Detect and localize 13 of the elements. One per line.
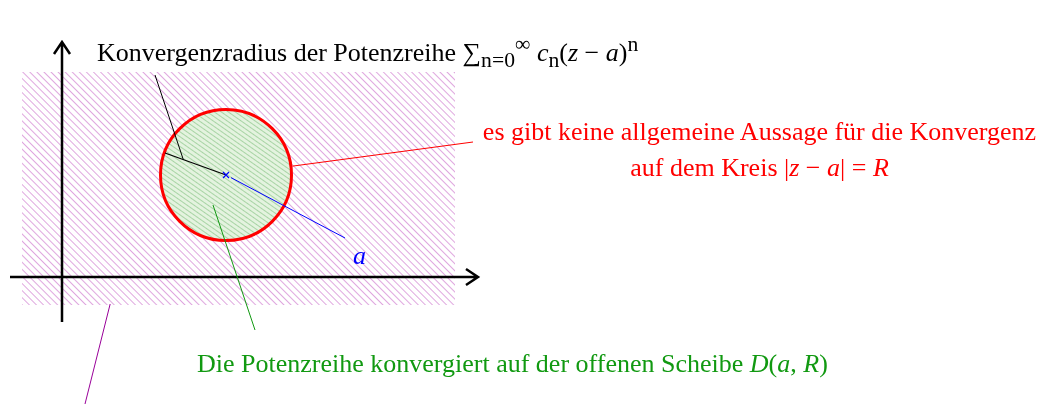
leader-line (84, 303, 111, 404)
annotation-text: Die Potenzreihe konvergiert auf der offenen Scheibe D(a, R) (197, 346, 828, 382)
point-label: a (353, 238, 366, 274)
radius-line (165, 153, 226, 175)
annotation-text: es gibt keine allgemeine Aussage für die Konvergenz auf dem Kreis |z − a| = R (472, 114, 1047, 186)
leader-line (230, 177, 346, 239)
leader-line (291, 141, 474, 167)
hatched-region (22, 72, 455, 305)
leader-line (212, 204, 256, 331)
convergence-disc (159, 108, 293, 242)
leader-line (154, 74, 184, 161)
annotation-text: Konvergenzradius der Potenzreihe ∑$_{n=0}$$^{∞}$ c$_{n}$(z − a)$^{n}$ (97, 26, 639, 78)
centre-mark (221, 170, 231, 180)
